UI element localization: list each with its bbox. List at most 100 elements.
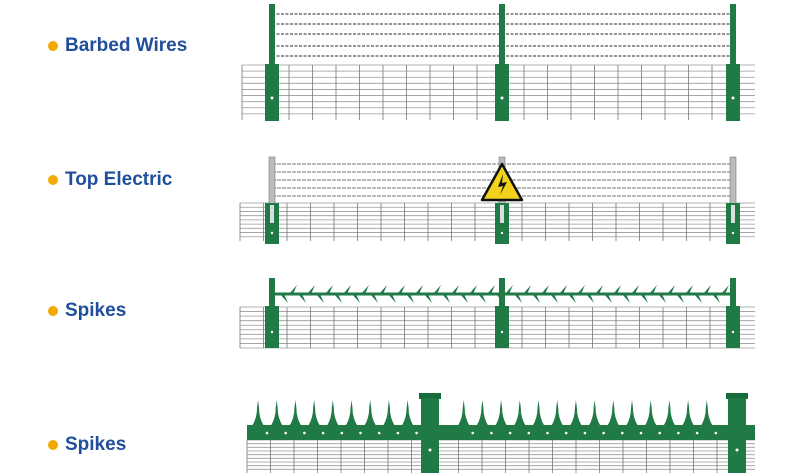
bullet-icon bbox=[48, 440, 58, 450]
spike bbox=[514, 294, 522, 303]
post-arm bbox=[269, 4, 275, 66]
spike bbox=[406, 294, 414, 303]
railing-bolt bbox=[564, 431, 568, 435]
spike bbox=[595, 285, 603, 294]
finial-spike bbox=[382, 400, 395, 426]
railing-band bbox=[247, 425, 755, 440]
bullet-icon bbox=[48, 41, 58, 51]
spike bbox=[676, 294, 684, 303]
railing-bolt bbox=[695, 431, 699, 435]
finial-spike bbox=[457, 400, 470, 426]
spike bbox=[397, 285, 405, 294]
label-text: Top Electric bbox=[65, 169, 173, 190]
fence-top-electric bbox=[239, 156, 755, 244]
fence-barbed-wires bbox=[241, 4, 755, 121]
post-bolt bbox=[428, 448, 432, 452]
spike bbox=[577, 285, 585, 294]
spike bbox=[703, 285, 711, 294]
finial-spike bbox=[644, 400, 657, 426]
railing-bolt bbox=[377, 431, 381, 435]
spike bbox=[712, 294, 720, 303]
insulator-post bbox=[729, 156, 737, 208]
spike bbox=[613, 285, 621, 294]
spike bbox=[658, 294, 666, 303]
bullet-icon bbox=[48, 175, 58, 185]
finial-spike bbox=[345, 400, 358, 426]
spike bbox=[415, 285, 423, 294]
spike bbox=[334, 294, 342, 303]
finial-spike bbox=[663, 400, 676, 426]
pillar-post bbox=[728, 398, 746, 473]
spike bbox=[460, 294, 468, 303]
spike bbox=[541, 285, 549, 294]
finial-spike bbox=[700, 400, 713, 426]
fence-spikes-railing bbox=[246, 393, 755, 473]
fence-spikes-strip bbox=[239, 278, 755, 349]
spike bbox=[550, 294, 558, 303]
post-bolt bbox=[270, 96, 274, 100]
fence-post bbox=[265, 306, 279, 348]
railing-bolt bbox=[265, 431, 269, 435]
railing-bolt bbox=[527, 431, 531, 435]
insulator-post bbox=[268, 156, 276, 208]
finial-spike bbox=[532, 400, 545, 426]
spike bbox=[631, 285, 639, 294]
label-top-electric: Top Electric bbox=[48, 169, 172, 191]
spike bbox=[280, 294, 288, 303]
finial-spike bbox=[289, 400, 302, 426]
post-slot bbox=[731, 205, 735, 223]
spike bbox=[568, 294, 576, 303]
railing-bolt bbox=[359, 431, 362, 435]
finial-spike bbox=[569, 400, 582, 426]
post-bolt bbox=[735, 448, 739, 452]
spike bbox=[361, 285, 369, 294]
finial-spike bbox=[364, 400, 377, 426]
post-arm bbox=[499, 278, 505, 308]
fence-post bbox=[726, 64, 740, 121]
finial-spike bbox=[326, 400, 339, 426]
spike bbox=[478, 294, 486, 303]
post-bolt bbox=[731, 96, 735, 100]
railing-bolt bbox=[284, 431, 288, 435]
spike bbox=[325, 285, 333, 294]
spike bbox=[433, 285, 441, 294]
railing-bolt bbox=[508, 431, 512, 435]
post-arm bbox=[269, 278, 275, 308]
spike bbox=[649, 285, 657, 294]
post-bolt bbox=[731, 231, 735, 235]
railing-bolt bbox=[303, 431, 306, 435]
label-spikes: Spikes bbox=[48, 300, 126, 322]
spike bbox=[442, 294, 450, 303]
spike bbox=[523, 285, 531, 294]
railing-bolt bbox=[639, 431, 643, 435]
label-text: Spikes bbox=[65, 300, 127, 321]
fence-post bbox=[265, 64, 279, 121]
spike bbox=[451, 285, 459, 294]
finial-spike bbox=[551, 400, 564, 426]
finial-spike bbox=[682, 400, 695, 426]
spike bbox=[604, 294, 612, 303]
railing-bolt bbox=[677, 431, 680, 435]
post-bolt bbox=[731, 330, 735, 334]
railing-bolt bbox=[658, 431, 661, 435]
fence-post bbox=[265, 203, 279, 244]
spike bbox=[370, 294, 378, 303]
finial-spike bbox=[308, 400, 321, 426]
spike bbox=[640, 294, 648, 303]
spike bbox=[694, 294, 702, 303]
spike bbox=[469, 285, 477, 294]
railing-bolt bbox=[546, 431, 549, 435]
lightning-bolt-icon bbox=[498, 174, 507, 195]
post-bolt bbox=[500, 231, 504, 235]
railing-bolt bbox=[583, 431, 587, 435]
finial-spike bbox=[401, 400, 414, 426]
post-slot bbox=[500, 205, 504, 223]
spike bbox=[721, 285, 729, 294]
post-arm bbox=[730, 4, 736, 66]
mesh-panel bbox=[246, 439, 755, 473]
spike bbox=[532, 294, 540, 303]
spike bbox=[289, 285, 297, 294]
post-bolt bbox=[500, 330, 504, 334]
railing-bolt bbox=[490, 431, 493, 435]
